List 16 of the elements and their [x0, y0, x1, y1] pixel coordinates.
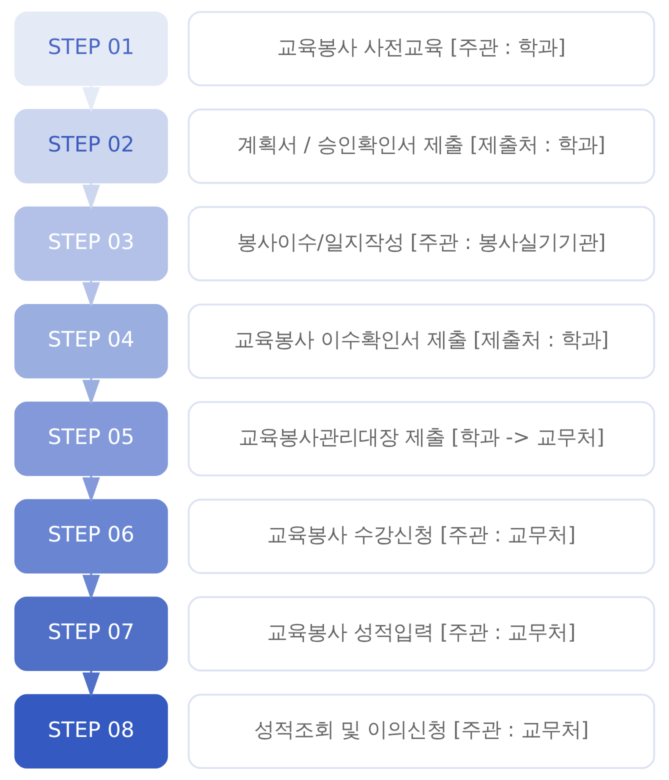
- node-box: STEP 08: [14, 694, 168, 769]
- node-box: STEP 02: [14, 108, 168, 184]
- node-box: 교육봉사관리대장 제출 [학과 -> 교무처]: [188, 401, 656, 476]
- node-box: STEP 07: [14, 596, 168, 672]
- node-box: 성적조회 및 이의신청 [주관 : 교무처]: [188, 694, 656, 770]
- node-box: STEP 05: [14, 402, 168, 476]
- node-box: 봉사이수/일지작성 [주관 : 봉사실기기관]: [188, 206, 656, 282]
- node-box: 교육봉사 수강신청 [주관 : 교무처]: [188, 498, 656, 574]
- node-box: 계획서 / 승인확인서 제출 [제출처 : 학과]: [188, 108, 656, 184]
- node-box: STEP 06: [14, 499, 168, 574]
- node-box: 교육봉사 성적입력 [주관 : 교무처]: [188, 596, 656, 672]
- node-box: STEP 01: [14, 11, 168, 86]
- node-box: STEP 04: [14, 304, 168, 378]
- node-box: 교육봉사 사전교육 [주관 : 학과]: [188, 10, 656, 86]
- node-box: 교육봉사 이수확인서 제출 [제출처 : 학과]: [188, 304, 656, 379]
- node-box: STEP 03: [14, 206, 168, 281]
